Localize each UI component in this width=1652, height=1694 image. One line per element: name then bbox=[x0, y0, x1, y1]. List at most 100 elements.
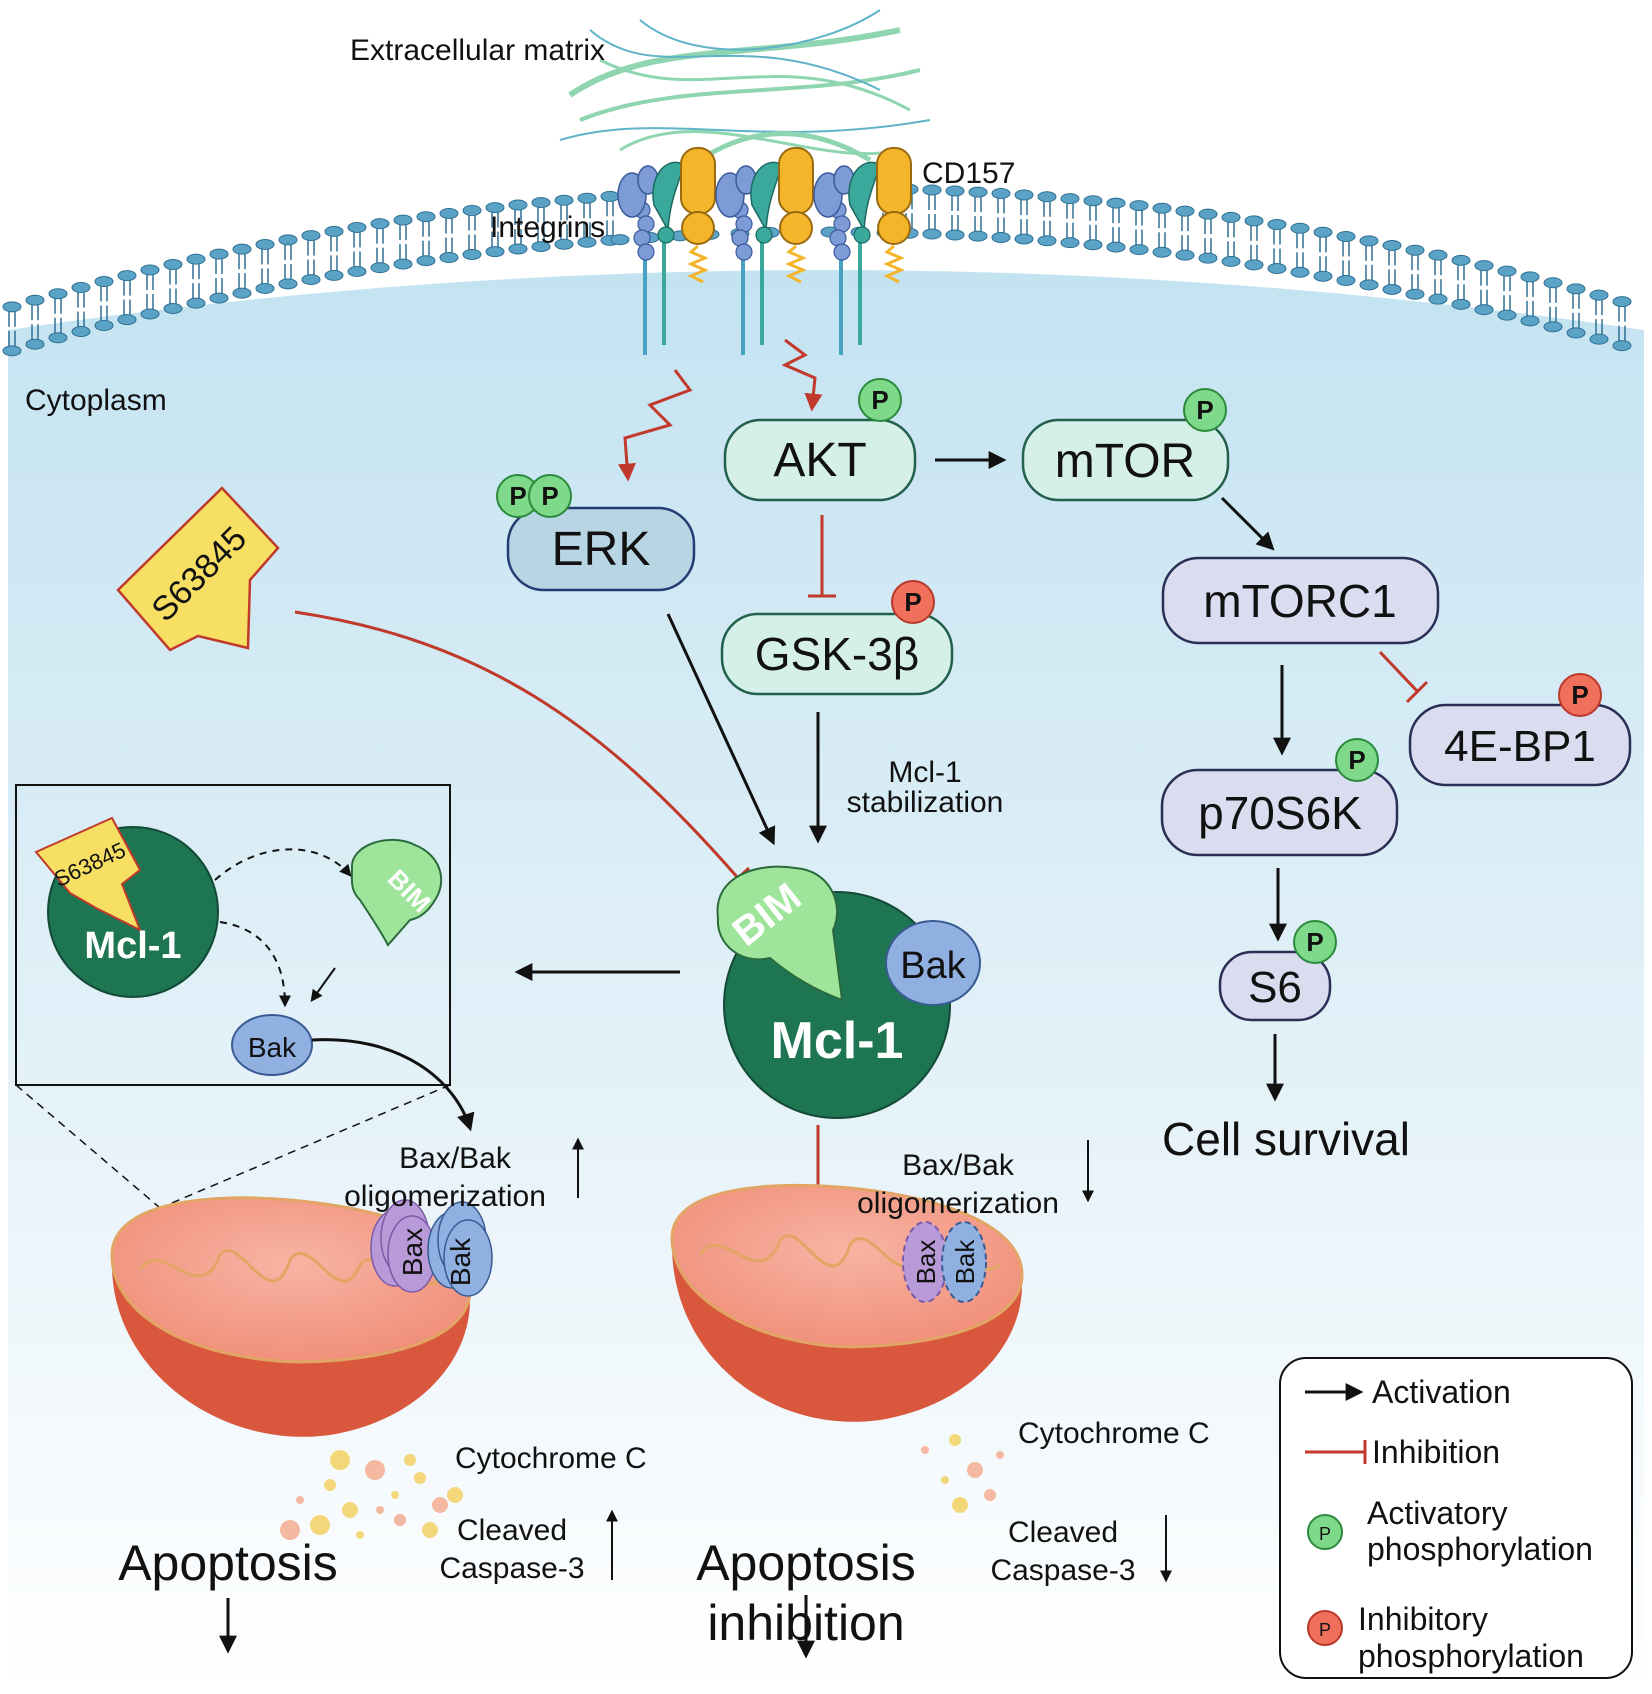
legend-activatory-p-letter: P bbox=[1319, 1524, 1331, 1544]
akt-p-letter: P bbox=[871, 385, 888, 415]
s63845-drug: S63845 bbox=[116, 486, 280, 652]
legend-inhibitory-line1: Inhibitory bbox=[1358, 1601, 1488, 1637]
lipid-head bbox=[531, 197, 551, 209]
gpi-anchor bbox=[785, 244, 807, 284]
lipid-head bbox=[278, 234, 298, 246]
erk-1-p-letter: P bbox=[509, 481, 526, 511]
apoptosis-label: Apoptosis bbox=[118, 1535, 338, 1591]
lipid-head bbox=[2, 301, 22, 313]
lipid-head bbox=[1060, 237, 1080, 249]
cytochrome-c-dot bbox=[984, 1489, 996, 1501]
4ebp1-p-badge bbox=[1558, 673, 1602, 717]
lipid-head bbox=[1244, 215, 1264, 227]
lipid-head bbox=[1589, 289, 1609, 301]
cd157-domain bbox=[876, 147, 912, 215]
lipid-head bbox=[1520, 271, 1540, 283]
lipid-head bbox=[1359, 235, 1379, 247]
lipid-head bbox=[945, 185, 965, 197]
legend-activatory-line2: phosphorylation bbox=[1367, 1531, 1593, 1567]
cytochrome-c-dot bbox=[330, 1450, 350, 1470]
legend-activatory-line1: Activatory bbox=[1367, 1495, 1507, 1531]
lipid-head bbox=[1543, 321, 1563, 333]
legend: Activation Inhibition P Activatory phosp… bbox=[1279, 1357, 1633, 1679]
lipid-head bbox=[1175, 249, 1195, 261]
lipid-head bbox=[462, 204, 482, 216]
lipid-head bbox=[1129, 244, 1149, 256]
lipid-head bbox=[554, 238, 574, 250]
lipid-head bbox=[25, 338, 45, 350]
lipid-head bbox=[209, 248, 229, 260]
lipid-head bbox=[255, 282, 275, 294]
extracellular-matrix-label: Extracellular matrix bbox=[350, 34, 605, 67]
cytochrome-c-dot bbox=[952, 1497, 968, 1513]
lipid-head bbox=[1520, 315, 1540, 327]
bak-protein bbox=[941, 1221, 987, 1303]
lipid-head bbox=[1152, 202, 1172, 214]
apoptosis-inhibition-line2: inhibition bbox=[707, 1595, 904, 1651]
lipid-head bbox=[991, 187, 1011, 199]
lipid-head bbox=[1221, 255, 1241, 267]
lipid-head bbox=[301, 230, 321, 242]
activation-arrows bbox=[219, 451, 1291, 1659]
lipid-head bbox=[1014, 189, 1034, 201]
mcl1-stabilization-line2: stabilization bbox=[847, 786, 1004, 819]
receptor-cluster bbox=[617, 147, 912, 355]
inset-box: S63845 Mcl-1 BIM Bak bbox=[15, 784, 475, 1209]
cd157-domain bbox=[877, 211, 911, 245]
erk-2-p-badge bbox=[528, 474, 572, 518]
mcl1-stabilization-line1: Mcl-1 bbox=[888, 756, 961, 789]
lipid-head bbox=[94, 275, 114, 287]
cytochrome-c-dot bbox=[391, 1491, 399, 1499]
change-indicators bbox=[572, 1137, 1172, 1583]
lipid-head bbox=[922, 228, 942, 240]
lipid-head bbox=[25, 294, 45, 306]
lipid-head bbox=[48, 288, 68, 300]
mcl1-label: Mcl-1 bbox=[771, 1012, 904, 1070]
lipid-head bbox=[1405, 244, 1425, 256]
lipid-head bbox=[1313, 270, 1333, 282]
lipid-head bbox=[71, 282, 91, 294]
4ebp1-label: 4E-BP1 bbox=[1444, 722, 1596, 771]
lipid-head bbox=[600, 190, 620, 202]
4ebp1-node: 4E-BP1 bbox=[1408, 703, 1632, 787]
cytochrome-c-dot bbox=[342, 1502, 358, 1518]
lipid-head bbox=[1612, 340, 1632, 352]
lipid-head bbox=[1566, 327, 1586, 339]
lipid-head bbox=[71, 326, 91, 338]
lipid-head bbox=[324, 269, 344, 281]
p70s6k-label: p70S6K bbox=[1198, 787, 1362, 839]
inset-bak-label: Bak bbox=[248, 1032, 297, 1063]
cd157-label: CD157 bbox=[922, 157, 1015, 190]
mtorc1-node: mTORC1 bbox=[1161, 556, 1440, 645]
lipid-head bbox=[1152, 246, 1172, 258]
lipid-head bbox=[186, 297, 206, 309]
gpi-anchor bbox=[883, 244, 905, 284]
lipid-head bbox=[1336, 274, 1356, 286]
lipid-head bbox=[1129, 200, 1149, 212]
cd157-domain bbox=[681, 211, 715, 245]
extracellular-matrix-fibers bbox=[559, 9, 931, 163]
mtorc1-label: mTORC1 bbox=[1203, 575, 1396, 627]
legend-activatory-p-icon bbox=[1307, 1514, 1343, 1550]
integrin-beta-domain bbox=[735, 243, 753, 261]
cytochrome-c-dot bbox=[967, 1462, 983, 1478]
integrin-alpha-head bbox=[652, 161, 685, 233]
lipid-head bbox=[1612, 296, 1632, 308]
cytochrome-c-dot bbox=[414, 1472, 426, 1484]
integrin-alpha-head bbox=[750, 161, 783, 233]
apoptosis-inhibition-line1: Apoptosis bbox=[696, 1535, 916, 1591]
lipid-head bbox=[1474, 304, 1494, 316]
lipid-head bbox=[462, 248, 482, 260]
lipid-head bbox=[140, 264, 160, 276]
s6-node: S6 bbox=[1218, 950, 1332, 1022]
p70s6k-node: p70S6K bbox=[1160, 768, 1399, 857]
lipid-head bbox=[968, 230, 988, 242]
bak-label: Bak bbox=[900, 945, 966, 987]
mtor-node: mTOR bbox=[1021, 418, 1230, 502]
cytochrome-c-dot bbox=[432, 1497, 448, 1513]
lipid-head bbox=[1175, 205, 1195, 217]
integrin-beta-domain bbox=[833, 243, 851, 261]
lipid-head bbox=[393, 214, 413, 226]
cytochrome-c-dot bbox=[996, 1451, 1004, 1459]
